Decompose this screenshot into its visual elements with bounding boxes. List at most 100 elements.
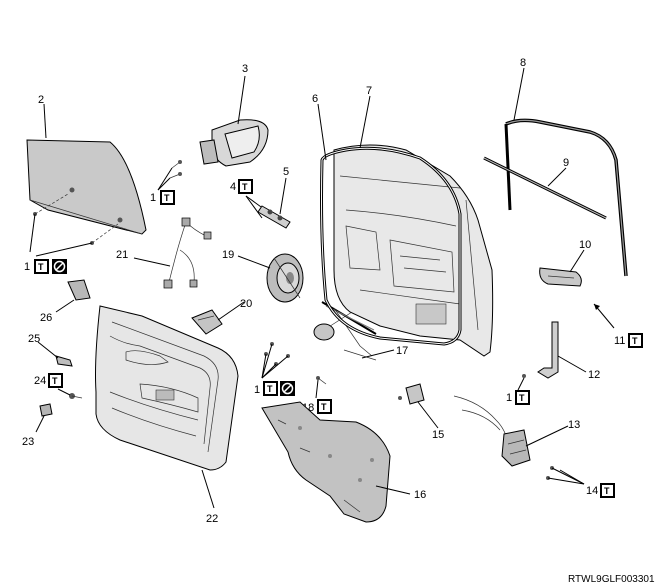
svg-text:T: T — [321, 402, 327, 412]
leader-21 — [133, 257, 171, 267]
label-16: 16 — [414, 489, 426, 501]
svg-text:T: T — [164, 193, 170, 203]
leader-1-center-b — [261, 353, 267, 379]
leader-13 — [525, 425, 569, 447]
svg-text:T: T — [604, 486, 610, 496]
svg-text:T: T — [242, 182, 248, 192]
leader-10 — [569, 249, 585, 273]
leader-12 — [557, 355, 587, 373]
torque-badge-icon: T — [48, 373, 63, 388]
label-25: 25 — [28, 333, 40, 345]
label-10: 10 — [579, 239, 591, 251]
leader-7 — [359, 95, 371, 149]
label-19: 19 — [222, 249, 234, 261]
label-14: 14 — [586, 485, 598, 497]
label-1-center: 1 — [254, 384, 260, 396]
leader-14-b — [547, 477, 585, 485]
label-6: 6 — [312, 93, 318, 105]
clip-23-part — [39, 403, 53, 417]
leader-1-glass-a — [29, 213, 36, 253]
label-24: 24 — [34, 375, 46, 387]
svg-text:T: T — [267, 384, 273, 394]
regulator-bolts — [264, 342, 290, 366]
trim-screw-part — [69, 393, 83, 399]
leader-17 — [361, 349, 395, 359]
label-2: 2 — [38, 94, 44, 106]
leader-8 — [513, 67, 525, 121]
svg-text:T: T — [519, 393, 525, 403]
do-not-reuse-icon — [280, 381, 295, 396]
leader-16 — [375, 485, 411, 495]
outside-handle-part — [539, 267, 582, 287]
torque-badge-icon: T — [628, 333, 643, 348]
window-regulator-part — [313, 301, 377, 361]
leader-15 — [417, 401, 439, 429]
svg-text:T: T — [632, 336, 638, 346]
label-13: 13 — [568, 419, 580, 431]
lock-bracket-part — [398, 383, 425, 405]
leader-1-channel — [517, 377, 525, 391]
leader-24 — [57, 388, 71, 396]
leader-3 — [237, 75, 246, 125]
leader-1-mirror-b — [157, 177, 171, 191]
leader-22 — [201, 469, 215, 509]
door-check-part — [257, 205, 291, 229]
mirror-screws — [169, 160, 182, 179]
label-15: 15 — [432, 429, 444, 441]
do-not-reuse-icon — [52, 259, 67, 274]
leader-19 — [237, 255, 271, 269]
label-12: 12 — [588, 369, 600, 381]
leader-5 — [279, 177, 287, 215]
garnish-part — [67, 279, 91, 301]
outside-mirror-part — [199, 119, 269, 167]
label-8: 8 — [520, 57, 526, 69]
door-trim-part — [95, 305, 239, 471]
torque-badge-icon: T — [34, 259, 49, 274]
trim-clip-part — [55, 355, 73, 367]
inside-handle-part — [191, 309, 223, 335]
rear-channel-part — [537, 321, 559, 379]
label-22: 22 — [206, 513, 218, 525]
door-glass-part — [26, 139, 147, 235]
leader-20 — [217, 301, 245, 321]
leader-18 — [315, 379, 319, 399]
label-9: 9 — [563, 157, 569, 169]
leader-1-center-d — [261, 363, 277, 379]
leader-9 — [547, 167, 567, 187]
label-1-mirror: 1 — [150, 192, 156, 204]
label-11: 11 — [614, 335, 625, 347]
bolt-18-part — [316, 376, 327, 385]
leader-1-glass-b — [35, 242, 93, 257]
label-23: 23 — [22, 436, 34, 448]
door-harness-part — [163, 217, 212, 289]
leader-25 — [37, 341, 59, 359]
door-weatherstrip-part — [320, 146, 462, 346]
leader-14-c — [559, 469, 585, 485]
door-panel-part — [333, 144, 494, 357]
label-20: 20 — [240, 298, 252, 310]
leader-2 — [43, 103, 47, 139]
torque-badge-icon: T — [600, 483, 615, 498]
belt-moulding-part — [483, 156, 607, 220]
leader-23 — [35, 415, 45, 433]
figure-code: RTWL9GLF003301 — [568, 574, 655, 585]
torque-badge-icon: T — [515, 390, 530, 405]
label-5: 5 — [283, 166, 289, 178]
sealing-screen-part — [261, 401, 391, 523]
arrow-icon — [594, 304, 600, 310]
label-26: 26 — [40, 312, 52, 324]
leader-6 — [317, 103, 327, 161]
leader-26 — [55, 299, 75, 313]
label-3: 3 — [242, 63, 248, 75]
torque-badge-icon: T — [238, 179, 253, 194]
label-21: 21 — [116, 249, 128, 261]
label-7: 7 — [366, 85, 372, 97]
door-lock-part — [453, 395, 531, 467]
torque-badge-icon: T — [317, 399, 332, 414]
torque-badge-icon: T — [263, 381, 278, 396]
speaker-part — [266, 253, 304, 303]
svg-text:T: T — [52, 376, 58, 386]
channel-bolt — [522, 374, 526, 378]
